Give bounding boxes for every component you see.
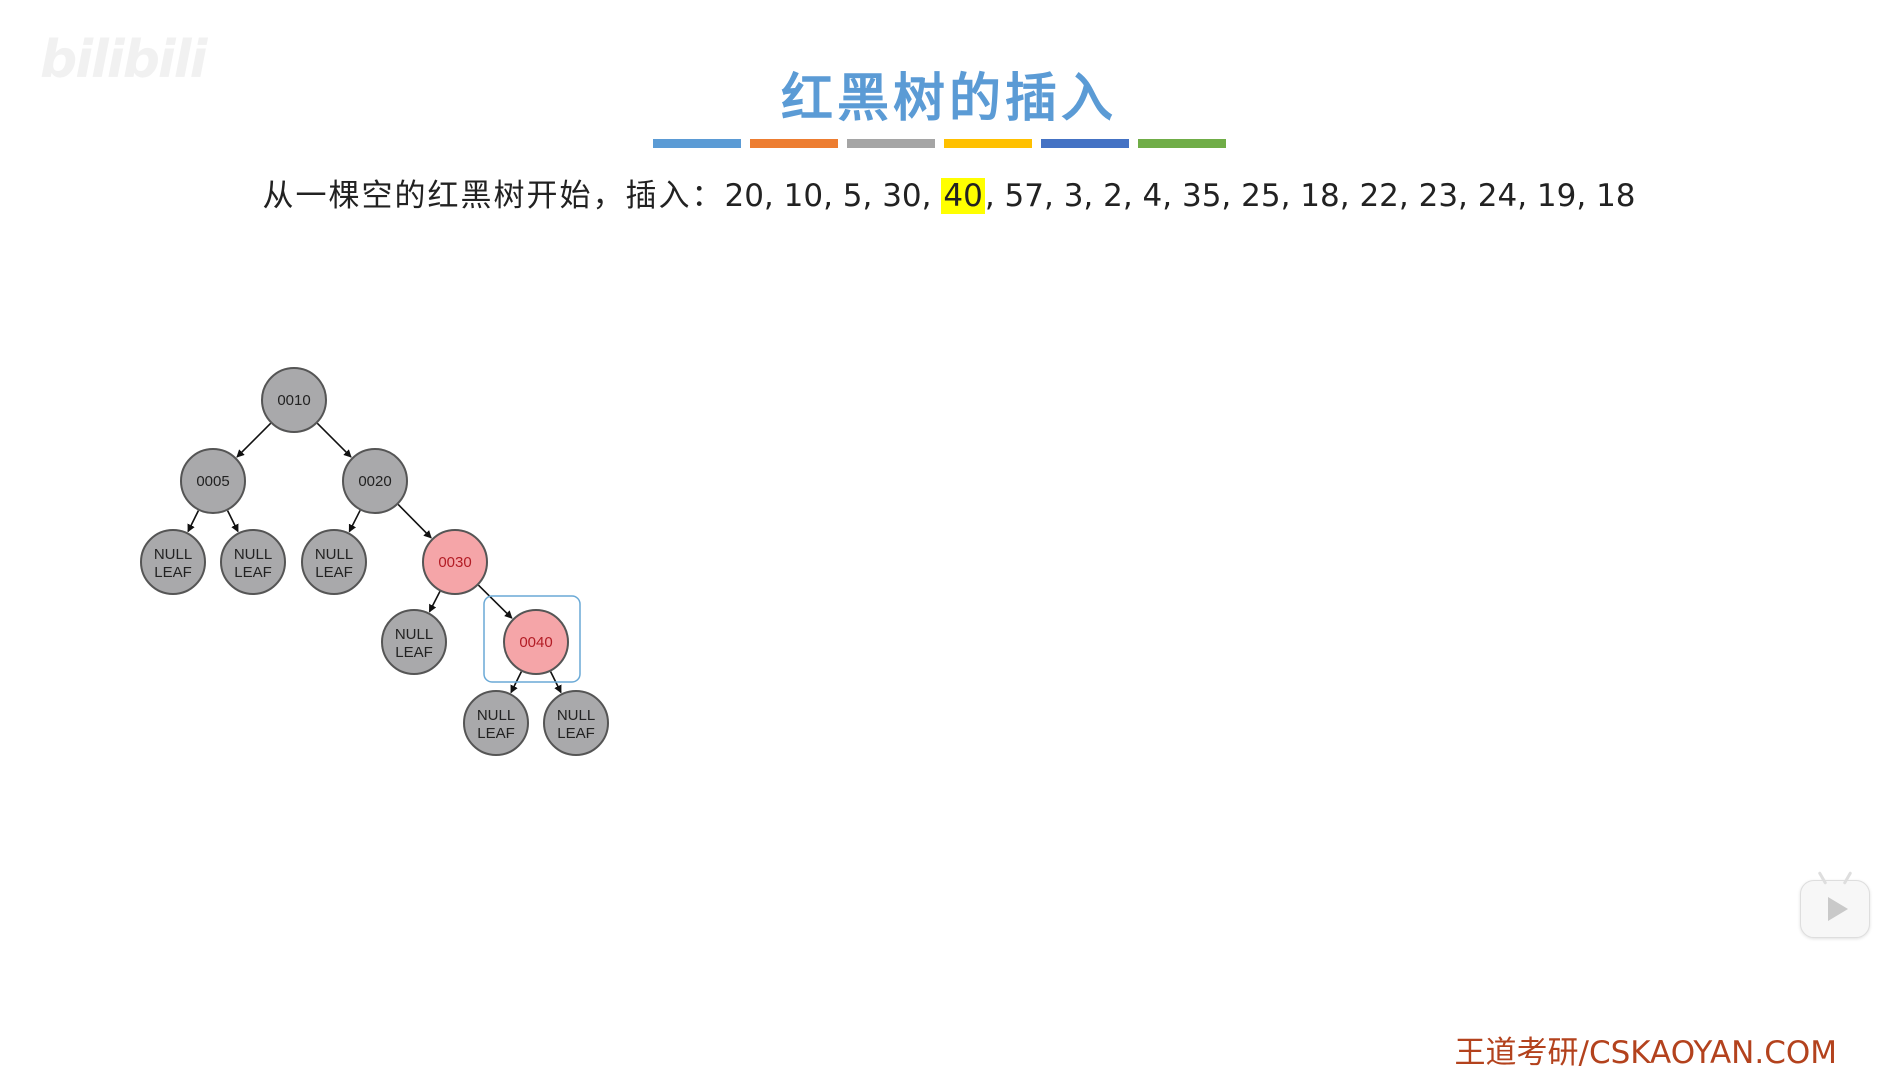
node-circle — [503, 609, 569, 675]
node-key-label: 0040 — [519, 634, 552, 651]
footer-brand: 王道考研/CSKAOYAN.COM — [1454, 1035, 1838, 1071]
insert-sequence-text: 从一棵空的红黑树开始，插入：20, 10, 5, 30, 40, 57, 3, … — [0, 170, 1898, 215]
leaf-label: LEAF — [477, 725, 515, 742]
tree-edge — [187, 510, 200, 533]
page-title: 红黑树的插入 — [780, 69, 1117, 129]
stripe-1 — [653, 139, 741, 148]
node-circle — [220, 529, 286, 595]
black-node: 0020 — [342, 448, 408, 514]
black-node: 0010 — [261, 367, 327, 433]
node-circle — [381, 609, 447, 675]
current-node-highlight-box — [483, 595, 581, 683]
leaf-label: LEAF — [557, 725, 595, 742]
leaf-label: LEAF — [395, 644, 433, 661]
node-circle — [422, 529, 488, 595]
tree-edge — [236, 422, 272, 458]
node-key-label: 0010 — [277, 392, 310, 409]
node-circle — [180, 448, 246, 514]
stripe-6 — [1138, 139, 1226, 148]
tree-edge — [428, 591, 441, 613]
node-key-label: 0005 — [196, 473, 229, 490]
null-label: NULL — [477, 707, 515, 724]
sequence-after: , 57, 3, 2, 4, 35, 25, 18, 22, 23, 24, 1… — [984, 178, 1636, 214]
node-circle — [463, 690, 529, 756]
null-label: NULL — [234, 546, 272, 563]
color-stripes — [653, 139, 1226, 148]
null-label: NULL — [315, 546, 353, 563]
node-circle — [261, 367, 327, 433]
bilibili-watermark: bilibili — [40, 30, 207, 90]
tree-edge — [348, 510, 361, 533]
node-key-label: 0020 — [358, 473, 391, 490]
tree-edge — [477, 584, 513, 619]
null-label: NULL — [395, 626, 433, 643]
leaf-label: LEAF — [154, 564, 192, 581]
play-icon — [1828, 897, 1848, 921]
sequence-before: 20, 10, 5, 30, — [724, 178, 942, 214]
play-button[interactable] — [1800, 871, 1870, 938]
null-label: NULL — [154, 546, 192, 563]
stripe-3 — [847, 139, 935, 148]
tree-edge — [316, 422, 352, 458]
red-node: 0030 — [422, 529, 488, 595]
sequence-prefix: 从一棵空的红黑树开始，插入： — [262, 178, 725, 214]
null-label: NULL — [557, 707, 595, 724]
current-insert-value: 40 — [941, 178, 985, 214]
black-node: 0005 — [180, 448, 246, 514]
node-circle — [342, 448, 408, 514]
stripe-4 — [944, 139, 1032, 148]
red-node: 0040 — [503, 609, 569, 675]
stripe-2 — [750, 139, 838, 148]
leaf-label: LEAF — [315, 564, 353, 581]
leaf-label: LEAF — [234, 564, 272, 581]
node-circle — [140, 529, 206, 595]
node-circle — [301, 529, 367, 595]
stripe-5 — [1041, 139, 1129, 148]
node-key-label: 0030 — [438, 554, 471, 571]
tree-edge — [397, 503, 432, 539]
tree-edge — [226, 510, 239, 533]
node-circle — [543, 690, 609, 756]
